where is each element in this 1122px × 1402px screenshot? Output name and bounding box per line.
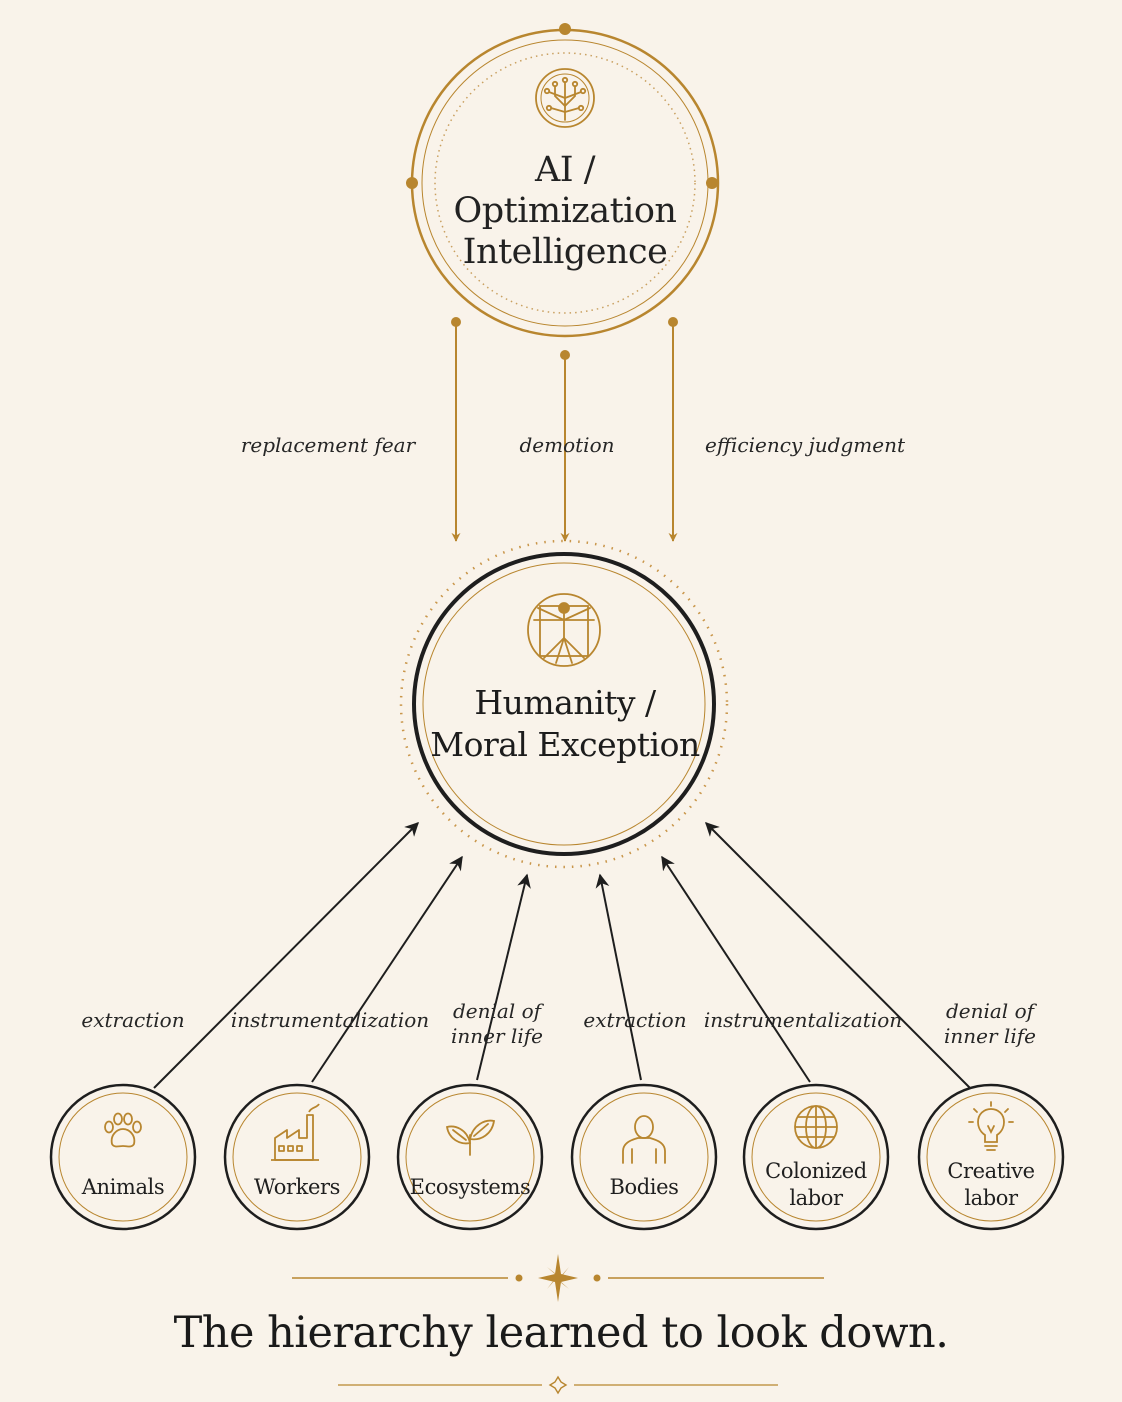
bottom-node-colonized-labor bbox=[742, 1083, 890, 1231]
top-title-line: AI / bbox=[534, 150, 596, 190]
center-node-inner-ring bbox=[422, 562, 706, 846]
edge-label-colonized-labor: instrumentalization bbox=[698, 1008, 908, 1033]
edge-label-animals: extraction bbox=[63, 1008, 203, 1033]
top-node-ornament-dot bbox=[406, 177, 418, 189]
top-title-line: Intelligence bbox=[462, 232, 668, 272]
diagram-caption: The hierarchy learned to look down. bbox=[173, 1308, 949, 1358]
paw-icon bbox=[104, 1112, 142, 1148]
node-label-animals: Animals bbox=[53, 1174, 193, 1201]
edge-label-bodies: extraction bbox=[565, 1008, 705, 1033]
node-label-line: Bodies bbox=[609, 1175, 679, 1199]
edge-label-creative-labor: denial of inner life bbox=[930, 999, 1050, 1049]
upward-arrow-animals bbox=[153, 822, 419, 1089]
bottom-node-ecosystems bbox=[396, 1083, 544, 1231]
small-star-icon bbox=[548, 1375, 568, 1395]
circuit-tree-icon bbox=[535, 68, 595, 128]
edge-label-line: extraction bbox=[583, 1008, 687, 1032]
person-bust-icon bbox=[622, 1115, 666, 1164]
node-label-line: labor bbox=[964, 1186, 1018, 1210]
top-node bbox=[406, 23, 720, 338]
edge-label-line: instrumentalization bbox=[703, 1008, 903, 1032]
top-title-line: Optimization bbox=[453, 191, 677, 231]
top-divider bbox=[292, 1254, 824, 1302]
lightbulb-icon bbox=[968, 1101, 1014, 1151]
bottom-node-creative-labor bbox=[917, 1083, 1065, 1231]
top-node-ornament-dot bbox=[559, 23, 571, 35]
downward-arrows bbox=[451, 317, 678, 542]
relation-label-replacement-fear: replacement fear bbox=[240, 433, 416, 457]
center-node-dotted-halo bbox=[399, 539, 729, 869]
edge-label-workers: instrumentalization bbox=[225, 1008, 435, 1033]
node-label-line: Workers bbox=[253, 1175, 340, 1199]
sprout-icon bbox=[445, 1119, 496, 1156]
center-node-dark-ring bbox=[412, 552, 716, 856]
upward-arrow-colonized-labor bbox=[661, 855, 811, 1083]
bottom-node-workers bbox=[223, 1083, 371, 1231]
node-label-line: Animals bbox=[81, 1175, 165, 1199]
upward-arrow-bodies bbox=[595, 873, 642, 1081]
bottom-divider bbox=[338, 1375, 778, 1395]
node-label-ecosystems: Ecosystems bbox=[400, 1174, 540, 1201]
node-label-creative-labor: Creative labor bbox=[921, 1158, 1061, 1212]
node-label-line: Creative bbox=[947, 1159, 1035, 1183]
node-label-line: Colonized bbox=[765, 1159, 867, 1183]
node-label-line: Ecosystems bbox=[409, 1175, 531, 1199]
edge-label-line: inner life bbox=[451, 1024, 543, 1048]
upward-arrow-creative-labor bbox=[705, 822, 971, 1089]
edge-label-ecosystems: denial of inner life bbox=[437, 999, 557, 1049]
upward-arrow-workers bbox=[311, 855, 463, 1083]
globe-icon bbox=[794, 1105, 838, 1149]
top-node-title: AI / Optimization Intelligence bbox=[420, 150, 710, 273]
top-node-ornament-dot bbox=[706, 177, 718, 189]
bottom-node-bodies bbox=[570, 1083, 718, 1231]
bottom-nodes bbox=[49, 1083, 1065, 1231]
bottom-node-animals bbox=[49, 1083, 197, 1231]
node-label-bodies: Bodies bbox=[574, 1174, 714, 1201]
edge-label-line: instrumentalization bbox=[230, 1008, 430, 1032]
edge-label-line: inner life bbox=[944, 1024, 1036, 1048]
upward-arrow-ecosystems bbox=[476, 873, 531, 1081]
node-label-colonized-labor: Colonized labor bbox=[746, 1158, 886, 1212]
edge-label-line: extraction bbox=[81, 1008, 185, 1032]
factory-icon bbox=[271, 1103, 320, 1161]
relation-label-demotion: demotion bbox=[519, 433, 615, 457]
vitruvian-man-icon bbox=[527, 593, 601, 667]
edge-label-line: denial of bbox=[945, 999, 1035, 1023]
edge-label-line: denial of bbox=[452, 999, 542, 1023]
center-title-line: Humanity / bbox=[474, 683, 656, 722]
node-label-line: labor bbox=[789, 1186, 843, 1210]
compass-star-icon bbox=[538, 1254, 578, 1302]
center-title-line: Moral Exception bbox=[430, 725, 700, 764]
center-node bbox=[399, 539, 729, 869]
node-label-workers: Workers bbox=[227, 1174, 367, 1201]
top-node-dotted-ring bbox=[434, 52, 696, 314]
center-node-title: Humanity / Moral Exception bbox=[415, 682, 715, 766]
relation-label-efficiency-judgment: efficiency judgment bbox=[705, 433, 905, 457]
upward-arrows bbox=[153, 822, 971, 1089]
